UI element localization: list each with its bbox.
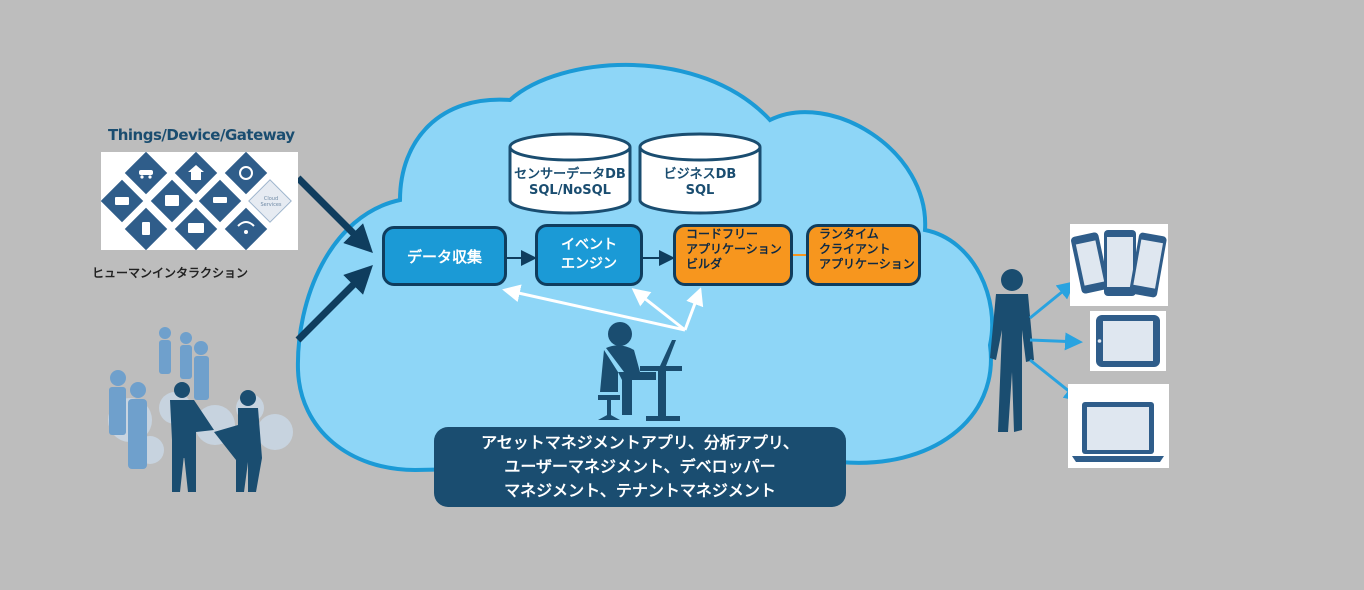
runtime-line3: アプリケーション [819, 257, 915, 271]
tablet-panel [1090, 311, 1166, 371]
to-tablet-arrow [1029, 332, 1083, 351]
device-icon-panel: Cloud Services [101, 152, 298, 250]
mobile-devices-panel [1070, 224, 1168, 306]
dev-arrow-event [631, 288, 686, 332]
sensor-db-label: センサーデータDB SQL/NoSQL [510, 167, 630, 199]
business-db-cylinder [638, 132, 762, 215]
clock-tile [224, 152, 268, 195]
sensor-db-line1: センサーデータDB [514, 167, 626, 182]
human-interaction-label: ヒューマンインタラクション [92, 266, 249, 280]
code-free-builder-box: コードフリー アプリケーション ビルダ [673, 224, 793, 286]
human-input-arrow [295, 265, 373, 343]
builder-line1: コードフリー [686, 227, 759, 241]
event-engine-line1: イベント [561, 237, 617, 253]
builder-line3: ビルダ [686, 257, 723, 271]
dev-arrow-builder [683, 287, 704, 331]
end-user-icon [990, 269, 1034, 432]
runtime-client-box: ランタイム クライアント アプリケーション [806, 224, 921, 286]
builder-line2: アプリケーション [686, 242, 782, 256]
applications-panel: アセットマネジメントアプリ、分析アプリ、 ユーザーマネジメント、デベロッパー マ… [434, 427, 846, 507]
wifi-tile [224, 207, 268, 250]
business-db-line2: SQL [685, 183, 715, 198]
things-device-gateway-label: Things/Device/Gateway [108, 126, 295, 144]
business-db-line1: ビジネスDB [663, 167, 737, 182]
dev-arrow-collect [502, 284, 686, 332]
applications-line2: ユーザーマネジメント、デベロッパー [504, 457, 776, 476]
runtime-line2: クライアント [819, 242, 891, 256]
applications-line1: アセットマネジメントアプリ、分析アプリ、 [481, 433, 799, 452]
data-collection-box: データ収集 [382, 226, 507, 286]
cloud-services-icon-label: Cloud Services [260, 196, 282, 208]
to-mobile-arrow [1029, 281, 1076, 320]
sensor-db-cylinder [508, 132, 632, 215]
sensor-db-line2: SQL/NoSQL [529, 183, 611, 198]
applications-line3: マネジメント、テナントマネジメント [504, 481, 776, 500]
laptop-panel [1068, 384, 1169, 468]
business-db-label: ビジネスDB SQL [640, 167, 760, 199]
event-engine-line2: エンジン [561, 256, 617, 272]
runtime-line1: ランタイム [819, 227, 879, 241]
people-group-icon [108, 327, 293, 492]
event-engine-box: イベント エンジン [535, 224, 643, 286]
developer-icon [598, 322, 682, 421]
data-collection-label: データ収集 [406, 247, 482, 266]
cloud-shape [295, 63, 995, 473]
device-input-arrow [295, 175, 373, 253]
